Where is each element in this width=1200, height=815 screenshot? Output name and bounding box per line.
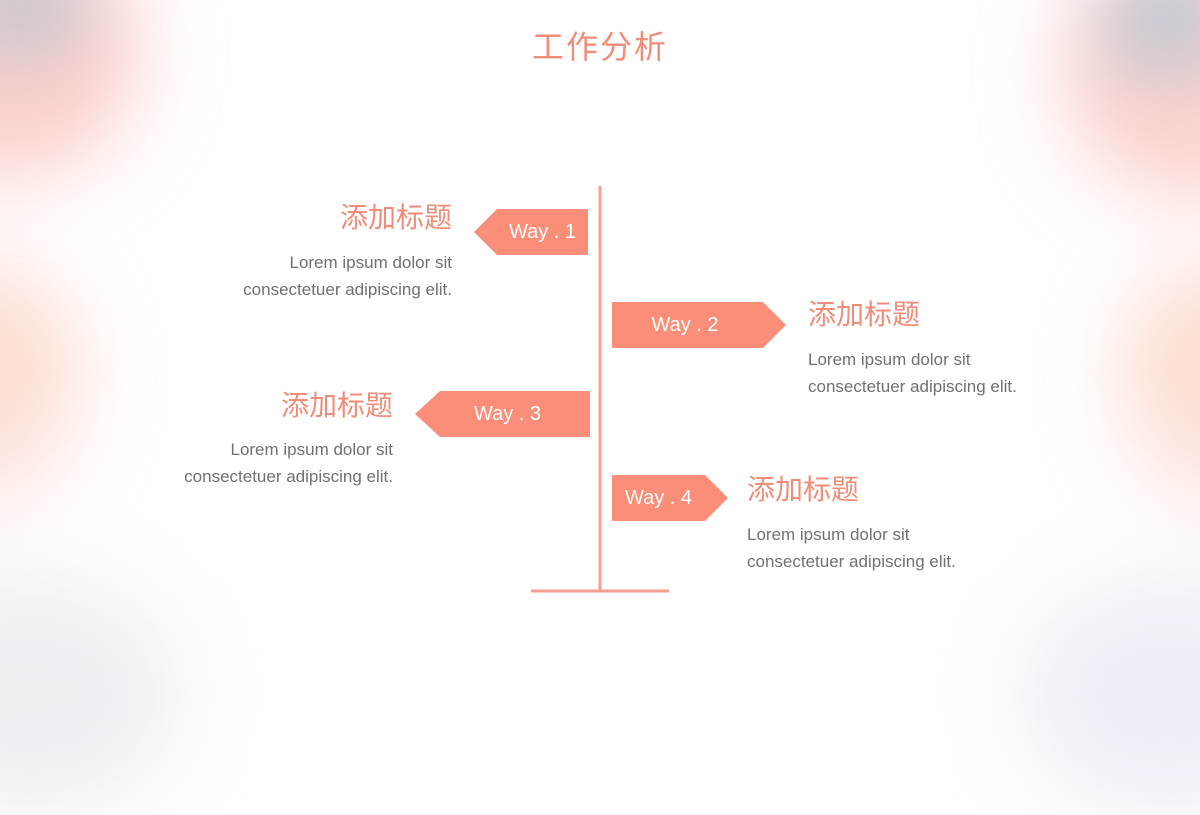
way-2-desc-line1: Lorem ipsum dolor sit [808,350,971,369]
way-3-desc-line2: consectetuer adipiscing elit. [184,467,393,486]
way-2-arrow [612,302,786,348]
way-4-arrow [612,475,728,521]
way-1-desc-line1: Lorem ipsum dolor sit [289,253,452,272]
way-2-heading: 添加标题 [808,298,921,331]
way-1-heading: 添加标题 [339,201,452,234]
way-2-label: Way . 2 [651,314,719,336]
page-title: 工作分析 [531,28,668,66]
signpost-diagram [415,186,786,593]
way-4-label: Way . 4 [624,487,693,509]
way-1-arrow [474,209,588,255]
way-4-description: Lorem ipsum dolor sit consectetuer adipi… [747,521,956,575]
way-2-description: Lorem ipsum dolor sit consectetuer adipi… [808,346,1017,400]
way-2-desc-line2: consectetuer adipiscing elit. [808,377,1017,396]
way-1-label: Way . 1 [508,221,577,243]
way-3-description: Lorem ipsum dolor sit consectetuer adipi… [184,436,393,490]
way-4-desc-line2: consectetuer adipiscing elit. [747,552,956,571]
way-4-heading: 添加标题 [747,473,860,506]
way-4-desc-line1: Lorem ipsum dolor sit [747,525,910,544]
way-1-description: Lorem ipsum dolor sit consectetuer adipi… [243,249,452,303]
way-3-label: Way . 3 [473,403,542,425]
way-3-arrow [415,391,590,437]
way-1-desc-line2: consectetuer adipiscing elit. [243,280,452,299]
way-3-heading: 添加标题 [280,389,393,422]
way-3-desc-line1: Lorem ipsum dolor sit [230,440,393,459]
